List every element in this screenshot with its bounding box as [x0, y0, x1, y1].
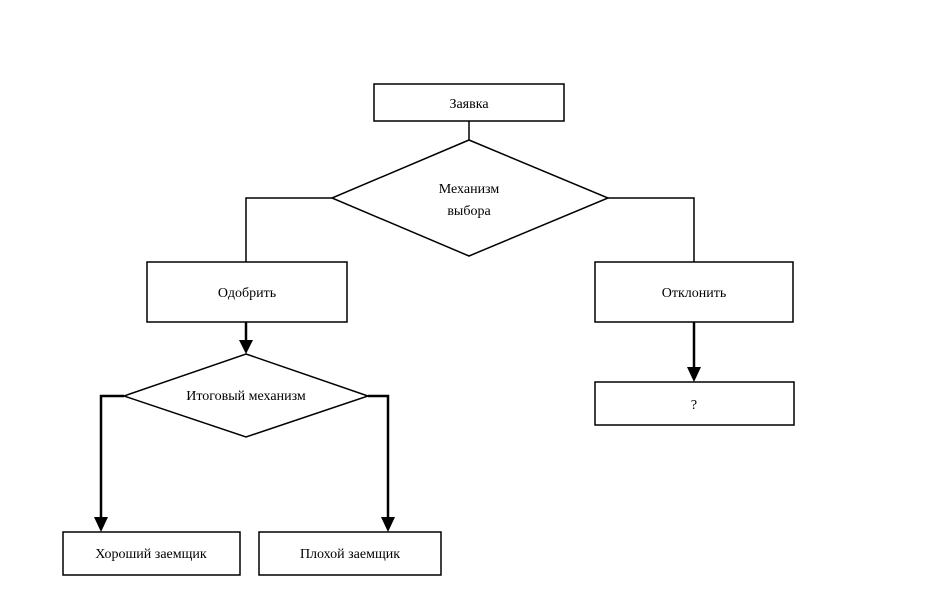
arrowhead-good [94, 517, 108, 532]
node-approve: Одобрить [146, 261, 348, 323]
node-reject-label: Отклонить [662, 286, 727, 301]
node-good-borrower: Хороший заемщик [62, 531, 241, 576]
node-bad-borrower: Плохой заемщик [258, 531, 442, 576]
connector-selection-to-reject [608, 197, 695, 262]
decision-final-mechanism: Итоговый механизм [121, 353, 371, 438]
decision-selection-mechanism: Механизм выбора [330, 139, 610, 257]
node-reject: Отклонить [594, 261, 794, 323]
node-unknown: ? [594, 381, 795, 426]
connector-selection-to-approve [245, 197, 332, 262]
node-application: Заявка [373, 83, 565, 122]
connector-final-to-bad [368, 394, 390, 518]
connectors [94, 121, 701, 532]
decision-selection-label-line1: Механизм [439, 182, 500, 197]
arrowhead-bad [381, 517, 395, 532]
node-approve-label: Одобрить [218, 286, 276, 301]
node-application-label: Заявка [449, 97, 489, 112]
arrowhead-final [239, 340, 253, 354]
connector-final-to-good [99, 394, 124, 518]
decision-final-label: Итоговый механизм [186, 389, 306, 404]
node-good-borrower-label: Хороший заемщик [95, 547, 207, 562]
node-unknown-label: ? [691, 398, 697, 413]
node-bad-borrower-label: Плохой заемщик [300, 547, 400, 562]
decision-selection-label-line2: выбора [447, 204, 491, 219]
arrowhead-unknown [687, 367, 701, 382]
